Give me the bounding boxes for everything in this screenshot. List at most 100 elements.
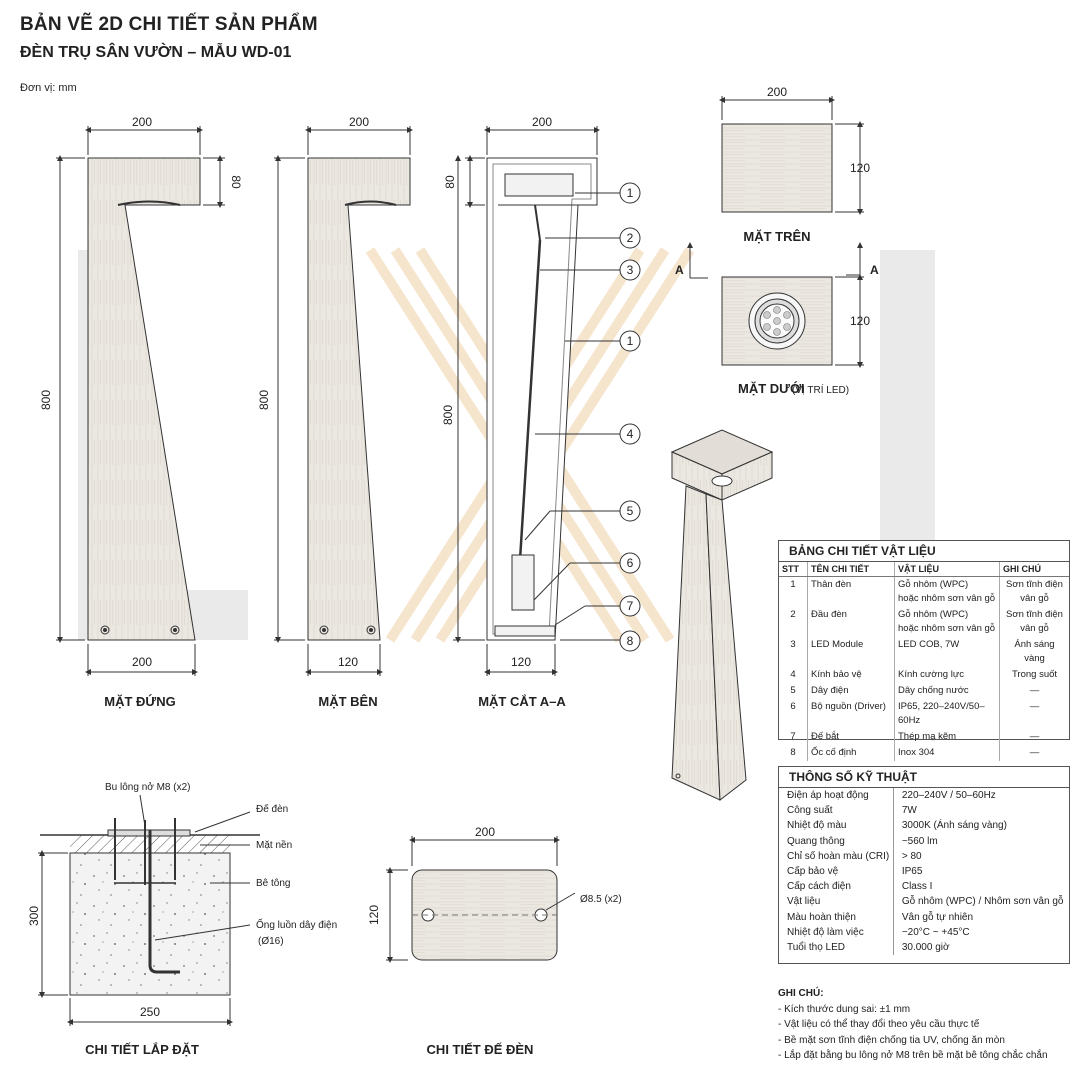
spec-label: Điện áp hoạt động — [787, 790, 869, 801]
bom-col-name: TÊN CHI TIẾT — [807, 562, 895, 577]
bom-cell: — — [1029, 685, 1040, 696]
bom-cell: Đầu đèn — [807, 607, 895, 637]
note-conduit: Ống luồn dây điện — [256, 917, 337, 931]
base-dim-w: 200 — [475, 825, 495, 839]
bom-cell: Gỗ nhôm (WPC) hoặc nhôm sơn vân gỗ — [894, 576, 1000, 607]
top-view — [719, 96, 864, 215]
svg-text:2: 2 — [627, 231, 634, 245]
bom-cell: 3 — [779, 637, 808, 667]
spec-value: Gỗ nhôm (WPC) / Nhôm sơn vân gỗ — [892, 894, 1069, 910]
bom-col-material: VẬT LIỆU — [894, 562, 1000, 577]
bom-cell: 7 — [779, 729, 808, 745]
note-base: Đế đèn — [256, 803, 288, 815]
specs-title: THÔNG SỐ KỸ THUẬT — [779, 767, 1069, 788]
spec-label: Cấp bảo vệ — [787, 866, 839, 878]
front-dim-height: 800 — [39, 390, 53, 410]
hole-note: Ø8.5 (x2) — [580, 894, 622, 905]
callout-1b: 1 — [619, 330, 641, 352]
bom-cell: Dây chống nước — [894, 683, 1000, 699]
section-view — [453, 126, 620, 676]
spec-label: Nhiệt độ làm việc — [787, 926, 864, 938]
note-item: - Bề mặt sơn tĩnh điện chống tia UV, chố… — [778, 1034, 1005, 1046]
bottom-view — [687, 242, 864, 368]
bom-cell: Ốc cố định — [807, 745, 895, 761]
bom-cell: 4 — [779, 667, 808, 683]
section-dim-top: 200 — [532, 115, 552, 129]
bom-cell: Thân đèn — [807, 576, 895, 607]
spec-label: Màu hoàn thiện — [787, 911, 856, 923]
bom-cell: LED Module — [807, 637, 895, 667]
section-mark-left: A — [675, 263, 684, 277]
install-dim-depth: 300 — [27, 906, 41, 926]
section-dim-head: 80 — [443, 175, 457, 189]
bom-cell: 2 — [779, 607, 808, 637]
front-view — [56, 126, 225, 676]
perspective-view — [670, 429, 774, 801]
drawing-subtitle: ĐÈN TRỤ SÂN VƯỜN – MẪU WD-01 — [20, 44, 292, 61]
base-dim-h: 120 — [367, 905, 381, 925]
svg-text:7: 7 — [627, 599, 634, 613]
note-item: - Vật liệu có thể thay đổi theo yêu cầu … — [778, 1019, 980, 1030]
callout-2: 2 — [619, 227, 641, 249]
side-view — [274, 126, 413, 676]
label-side: MẶT BÊN — [318, 694, 377, 709]
bom-cell: Sơn tĩnh điện vân gỗ — [1006, 609, 1063, 634]
bom-table: BẢNG CHI TIẾT VẬT LIỆU STT TÊN CHI TIẾT … — [778, 540, 1070, 761]
callout-5: 5 — [619, 500, 641, 522]
bom-cell: Ánh sáng vàng — [1014, 639, 1055, 664]
bom-cell: 8 — [779, 745, 808, 761]
spec-value: Vân gỗ tự nhiên — [892, 909, 1069, 925]
spec-row: Tuổi thọ LED 30.000 giờ — [779, 940, 1069, 956]
bom-cell: Trong suốt — [1011, 669, 1058, 680]
side-dim-top: 200 — [349, 115, 369, 129]
front-dim-top: 200 — [132, 115, 152, 129]
spec-label: Công suất — [787, 805, 833, 817]
spec-value: 30.000 giờ — [892, 940, 1069, 956]
spec-row: Màu hoàn thiện Vân gỗ tự nhiên — [779, 909, 1069, 925]
label-base: CHI TIẾT ĐẾ ĐÈN — [427, 1042, 534, 1057]
note-conduit-size: (Ø16) — [258, 936, 284, 947]
note-floor: Mặt nền — [256, 839, 292, 851]
spec-value: −20°C ~ +45°C — [892, 924, 1069, 941]
top-dim-h: 120 — [850, 161, 870, 175]
spec-row: Cấp cách điện Class I — [779, 879, 1069, 895]
bom-cell: IP65, 220–240V/50–60Hz — [894, 699, 1000, 729]
spec-row: Vật liệu Gỗ nhôm (WPC) / Nhôm sơn vân gỗ — [779, 894, 1069, 910]
bom-cell: Kính cường lực — [894, 667, 1000, 683]
spec-row: Quang thông~560 lm — [779, 833, 1069, 849]
bom-cell: Inox 304 — [894, 745, 1000, 761]
label-front: MẶT ĐỨNG — [104, 694, 175, 709]
bom-cell: Kính bảo vệ — [807, 667, 895, 683]
spec-label: Vật liệu — [787, 896, 821, 908]
callouts: 1 2 3 1 4 5 6 7 8 — [619, 182, 641, 652]
front-dim-head: 80 — [229, 175, 243, 189]
side-dim-height: 800 — [257, 390, 271, 410]
drawing-title: BẢN VẼ 2D CHI TIẾT SẢN PHẨM — [20, 14, 318, 35]
spec-value: ~560 lm — [892, 833, 1069, 849]
bom-cell: Thép mạ kẽm — [894, 729, 1000, 745]
side-dim-bottom: 120 — [338, 655, 358, 669]
svg-text:1: 1 — [627, 186, 634, 200]
spec-value: Class I — [892, 879, 1069, 895]
bom-title: BẢNG CHI TIẾT VẬT LIỆU — [779, 541, 1069, 562]
label-section: MẶT CẮT A–A — [478, 694, 566, 709]
spec-row: Nhiệt độ làm việc −20°C ~ +45°C — [779, 924, 1069, 941]
spec-value: 220–240V / 50–60Hz — [892, 788, 1069, 804]
svg-text:5: 5 — [627, 504, 634, 518]
notes-title: GHI CHÚ: — [778, 988, 824, 999]
spec-value: 3000K (Ánh sáng vàng) — [892, 818, 1069, 834]
bom-cell: LED COB, 7W — [894, 637, 1000, 667]
bom-cell: 1 — [779, 576, 808, 607]
bottom-dim-h: 120 — [850, 314, 870, 328]
spec-label: Cấp cách điện — [787, 881, 851, 893]
section-dim-height: 800 — [441, 405, 455, 425]
bom-cell: Đế bắt — [807, 729, 895, 745]
spec-label: Tuổi thọ LED — [787, 942, 845, 954]
callout-8: 8 — [619, 630, 641, 652]
label-top: MẶT TRÊN — [743, 229, 810, 244]
svg-text:3: 3 — [627, 263, 634, 277]
